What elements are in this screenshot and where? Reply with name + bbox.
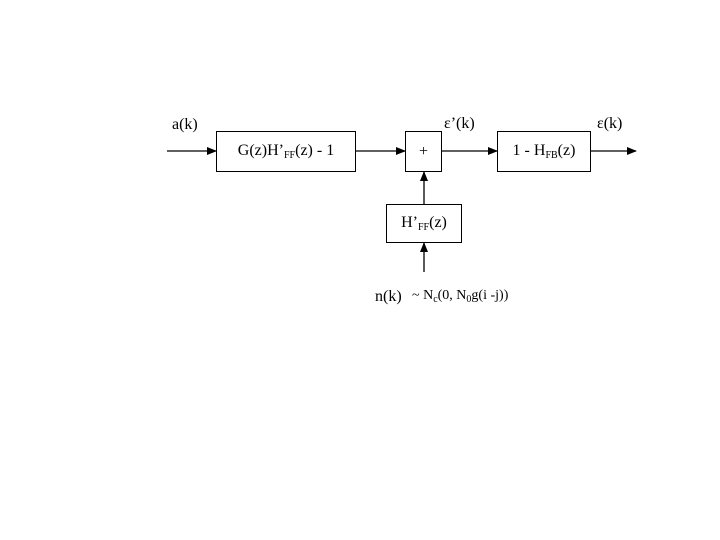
block-fb-text: 1 - HFB(z) [512, 142, 576, 161]
block-feedback-filter: 1 - HFB(z) [497, 131, 591, 172]
block-ff-text: H’FF(z) [401, 214, 447, 233]
intermediate-label: ε’(k) [444, 115, 475, 132]
sum-symbol: + [418, 142, 429, 160]
summing-junction: + [405, 131, 442, 172]
block-g-text: G(z)H’FF(z) - 1 [237, 142, 335, 161]
block-ff-filter: H’FF(z) [386, 204, 462, 243]
block-g-feedforward: G(z)H’FF(z) - 1 [216, 131, 356, 172]
output-label: ε(k) [597, 115, 623, 132]
input-label: a(k) [172, 116, 198, 133]
noise-distribution: ~ Nc(0, N0g(i -j)) [412, 288, 509, 305]
noise-label: n(k) [375, 288, 402, 305]
